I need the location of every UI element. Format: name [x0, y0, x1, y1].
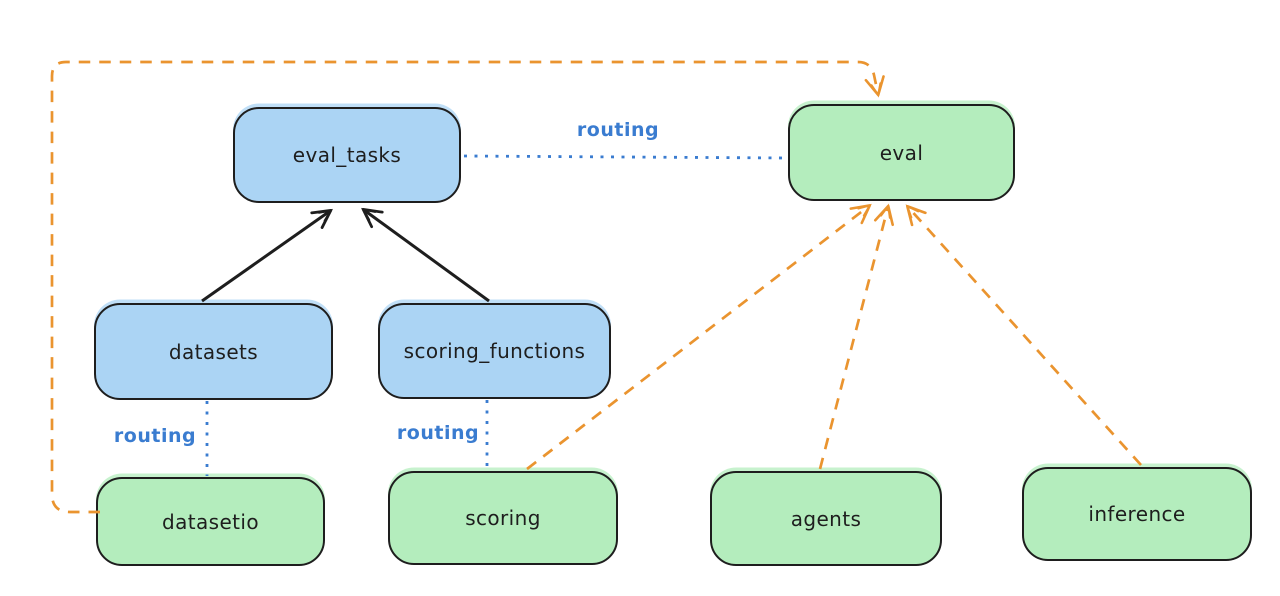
node-scoring-functions: scoring_functions — [378, 303, 611, 399]
node-eval-label: eval — [879, 140, 924, 165]
node-datasetio-label: datasetio — [161, 509, 259, 534]
edge-label-routing-datasets-datasetio: routing — [113, 425, 197, 447]
node-datasets-label: datasets — [168, 339, 259, 364]
edge-agents-to-eval — [818, 203, 894, 470]
node-eval-tasks-label: eval_tasks — [292, 143, 402, 167]
node-eval: eval — [788, 104, 1015, 201]
node-scoring-label: scoring — [465, 506, 541, 530]
node-eval-tasks: eval_tasks — [233, 107, 461, 203]
node-datasetio: datasetio — [96, 477, 325, 566]
edge-scoring-functions-to-eval-tasks — [361, 207, 490, 303]
edge-eval-tasks-to-eval-routing — [463, 154, 788, 160]
node-inference: inference — [1022, 467, 1252, 561]
edge-datasets-to-eval-tasks — [201, 208, 333, 303]
node-agents-label: agents — [790, 506, 862, 531]
node-inference-label: inference — [1088, 502, 1186, 526]
edge-label-routing-eval-tasks-eval: routing — [576, 119, 660, 141]
node-agents: agents — [710, 471, 942, 566]
node-datasets: datasets — [94, 303, 333, 400]
node-scoring-functions-label: scoring_functions — [403, 339, 586, 363]
node-scoring: scoring — [388, 471, 618, 565]
edge-label-routing-scoring-functions-scoring: routing — [396, 422, 480, 444]
edge-inference-to-eval — [905, 204, 1143, 466]
